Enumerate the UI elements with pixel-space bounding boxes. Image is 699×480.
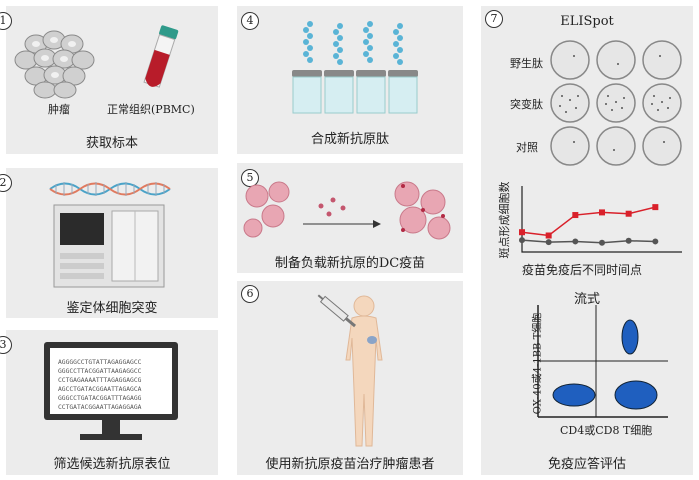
sequence-line: CCTGAGAAAATTTAGAGGAGCG	[58, 377, 142, 384]
sequence-list: AGGGGCCTGTATTAGAGGAGCC GGGCCTTACGGATTAAG…	[58, 358, 168, 412]
dc-cells-icon	[243, 181, 451, 240]
step-number-4: 4	[241, 12, 259, 30]
sequence-line: AGCCTGATACGGAATTAGAGCA	[58, 386, 142, 393]
flow-xlabel: CD4或CD8 T细胞	[560, 424, 653, 437]
elispot-row-label: 野生肽	[510, 57, 543, 70]
step-number-6: 6	[241, 285, 259, 303]
monitor-icon	[44, 342, 178, 440]
caption-step-7: 免疫应答评估	[547, 457, 626, 472]
series-line-1	[521, 239, 656, 244]
patient-icon	[317, 294, 383, 447]
series-line-0	[521, 206, 656, 237]
blood-tube-icon	[143, 25, 179, 88]
elispot-title: ELISpot	[560, 14, 614, 29]
label-normal-tissue: 正常组织(PBMC)	[107, 103, 195, 116]
sequence-line: AGGGGCCTGTATTAGAGGAGCC	[58, 359, 142, 366]
sequence-line: GGGCCTTACGGATTAAGAGGCC	[58, 368, 142, 375]
line-chart-axes	[521, 186, 682, 253]
peptide-vials-icon	[292, 21, 418, 114]
line-chart	[519, 186, 682, 253]
flow-population-ellipse	[621, 319, 639, 355]
data-point	[519, 229, 525, 236]
data-point	[652, 238, 659, 245]
data-point	[599, 209, 605, 216]
data-point	[625, 210, 632, 217]
data-point	[519, 237, 525, 244]
flow-ylabel: OX-40或4-1BB T细胞	[532, 312, 544, 415]
caption-step-4: 合成新抗原肽	[310, 132, 389, 147]
data-point	[545, 239, 552, 246]
data-point	[625, 237, 632, 244]
flow-plot	[537, 305, 668, 418]
line-chart-xlabel: 疫苗免疫后不同时间点	[522, 263, 643, 277]
elispot-row-label: 对照	[516, 141, 538, 154]
caption-step-1: 获取标本	[85, 136, 138, 151]
caption-step-6: 使用新抗原疫苗治疗肿瘤患者	[265, 457, 435, 472]
sequence-line: CCTGATACGGAATTAGAGGAGA	[58, 404, 142, 411]
caption-step-3: 筛选候选新抗原表位	[53, 457, 171, 472]
step-number-5: 5	[241, 169, 259, 187]
panel-6	[237, 281, 463, 475]
step-number-7: 7	[485, 10, 503, 28]
sequence-line: GGGCCTGATACGGATTTAGAGG	[58, 395, 142, 402]
sequencer-machine-icon	[53, 204, 165, 288]
flow-population-ellipse	[614, 380, 658, 410]
label-tumor: 肿瘤	[48, 103, 70, 116]
caption-step-2: 鉴定体细胞突变	[66, 301, 158, 316]
line-chart-ylabel: 斑点形成细胞数	[498, 181, 511, 259]
data-point	[572, 238, 579, 245]
data-point	[599, 239, 605, 246]
caption-step-5: 制备负载新抗原的DC疫苗	[274, 256, 426, 271]
data-point	[572, 212, 579, 219]
flow-population-ellipse	[552, 383, 596, 407]
elispot-row-label: 突变肽	[510, 98, 543, 111]
tumor-cells-icon	[14, 30, 95, 99]
data-point	[545, 232, 552, 239]
data-point	[652, 204, 659, 211]
flow-title: 流式	[573, 292, 600, 307]
dna-helix-icon	[49, 182, 171, 196]
elispot-wells	[550, 40, 682, 166]
